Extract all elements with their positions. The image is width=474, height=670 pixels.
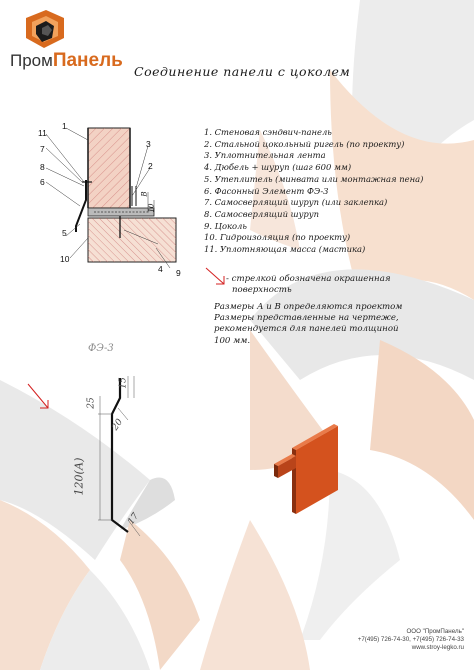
- legend-item: 11. Уплотняющая масса (мастика): [204, 244, 366, 255]
- red-arrow-icon: [205, 267, 225, 285]
- footer-company: ООО "ПромПанель": [406, 628, 464, 635]
- legend-list: 1. Стеновая сэндвич-панель 2. Стальной ц…: [204, 127, 423, 256]
- footer-site[interactable]: www.stroy-legko.ru: [411, 644, 464, 652]
- callout-1: 1: [62, 121, 67, 131]
- section-dim-a: В: [140, 191, 149, 197]
- callout-5: 5: [62, 228, 67, 238]
- logo-wordmark: ПромПанель: [10, 50, 123, 72]
- logo-word-2: Панель: [52, 50, 123, 71]
- profile-dim-upper: 25: [86, 397, 97, 409]
- footer-contacts: ООО "ПромПанель" +7(495) 726-74-30, +7(4…: [358, 628, 464, 653]
- legend-item: 3. Уплотнительная лента: [204, 150, 326, 161]
- legend-item: 2. Стальной цокольный ригель (по проекту…: [204, 138, 405, 149]
- callout-4: 4: [158, 264, 163, 274]
- section-drawing: [45, 127, 177, 269]
- legend-item: 8. Самосверлящий шуруп: [204, 208, 320, 219]
- footer-phones: +7(495) 726-74-30, +7(495) 726-74-33: [357, 636, 464, 644]
- callout-2: 2: [148, 161, 153, 171]
- callout-10: 10: [60, 254, 70, 264]
- callout-9: 9: [176, 268, 181, 278]
- legend-item: 4. Дюбель + шуруп (шаг 600 мм): [204, 162, 352, 173]
- product-3d-view: [274, 424, 338, 514]
- profile-dim-main: 120(А): [72, 457, 86, 496]
- callout-6: 6: [40, 177, 45, 187]
- legend-item: 7. Самосверлящий шуруп (или заклепка): [204, 197, 388, 208]
- size-note: Размеры А и В определяются проектом Разм…: [214, 302, 403, 346]
- legend-item: 1. Стеновая сэндвич-панель: [204, 127, 332, 137]
- legend-item: 5. Утеплитель (минвата или монтажная пен…: [204, 173, 424, 184]
- logo-mark-icon: [26, 10, 64, 48]
- profile-label: ФЭ-3: [88, 343, 114, 354]
- legend-item: 9. Цоколь: [204, 220, 247, 231]
- profile-dim-top: 15: [118, 377, 129, 389]
- legend-item: 10. Гидроизоляция (по проекту): [204, 232, 351, 243]
- callout-11: 11: [38, 128, 47, 138]
- callout-3: 3: [146, 139, 151, 149]
- callout-8: 8: [40, 162, 45, 172]
- callout-7: 7: [40, 144, 45, 154]
- page-title: Соединение панели с цоколем: [134, 64, 351, 79]
- profile-drawing: [27, 376, 141, 537]
- logo-word-1: Пром: [10, 51, 53, 70]
- section-dim-b: 10: [147, 203, 156, 213]
- arrow-note: - стрелкой обозначена окрашенная поверхн…: [226, 274, 391, 295]
- legend-item: 6. Фасонный Элемент ФЭ-3: [204, 185, 329, 196]
